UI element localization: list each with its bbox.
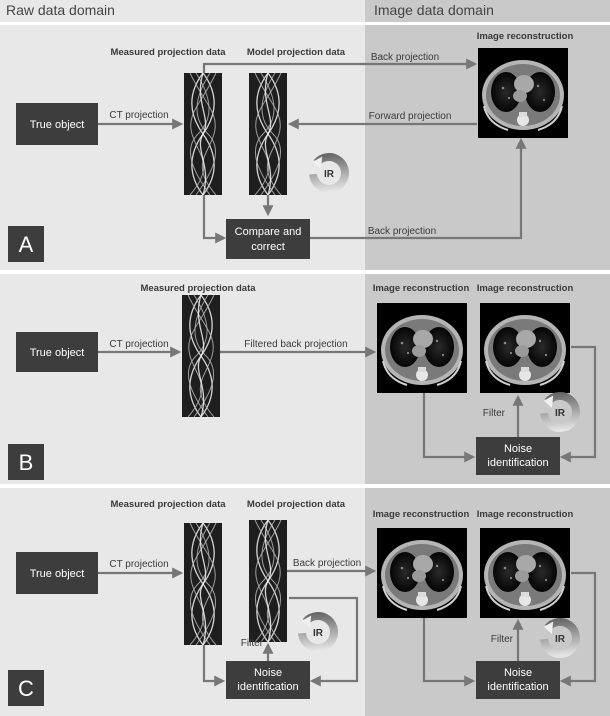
image-reconstruction-label-b1: Image reconstruction — [373, 283, 470, 294]
true-object-box — [16, 103, 98, 145]
ir-label: IR — [324, 169, 335, 180]
back-projection-top-arrow — [202, 58, 478, 73]
filter-label-c-left: Filter — [241, 638, 264, 649]
ir-label-c-right: IR — [555, 634, 566, 645]
image-domain-label: Image data domain — [374, 2, 494, 18]
panel-c-letter: C — [18, 676, 34, 701]
ct-reconstruction-image — [477, 47, 569, 139]
measured-sinogram-b — [181, 294, 221, 418]
noise-left-line2: identification — [237, 681, 298, 693]
back-projection-bottom-label: Back projection — [368, 226, 436, 237]
noise-left-line1: Noise — [254, 667, 282, 679]
true-object-label: True object — [30, 119, 85, 131]
ct-image-c2 — [479, 527, 571, 619]
panel-c: True object Measured projection data Mod… — [8, 499, 597, 706]
noise-identification-box-c-right — [476, 661, 560, 699]
measured-sinogram-c — [183, 522, 223, 646]
model-to-noise-arrow-c — [289, 596, 359, 687]
panel-b: True object Measured projection data Ima… — [8, 283, 597, 480]
measured-sinogram — [183, 72, 223, 196]
ct-image-c1 — [376, 527, 468, 619]
ct-image-b2 — [479, 302, 571, 394]
model-projection-label: Model projection data — [247, 47, 346, 58]
model-projection-label-c: Model projection data — [247, 499, 346, 510]
true-object-box-c — [16, 552, 98, 594]
filtered-back-projection-label: Filtered back projection — [244, 339, 347, 350]
forward-projection-label: Forward projection — [369, 111, 452, 122]
filter-label-c-right: Filter — [491, 634, 514, 645]
noise-right-line1: Noise — [504, 667, 532, 679]
image2-to-noise-arrow-b — [559, 345, 597, 463]
panel-separator-ab — [0, 270, 610, 274]
true-object-label-b: True object — [30, 347, 85, 359]
model-sinogram — [248, 72, 288, 196]
measured-projection-label: Measured projection data — [110, 47, 226, 58]
filter-label-b: Filter — [483, 408, 506, 419]
true-object-label-c: True object — [30, 568, 85, 580]
image-reconstruction-label: Image reconstruction — [477, 31, 574, 42]
raw-domain-label: Raw data domain — [6, 2, 115, 18]
image-reconstruction-label-c1: Image reconstruction — [373, 509, 470, 520]
image-to-noise-arrow-c — [422, 618, 476, 687]
ct-projection-label-b: CT projection — [109, 339, 168, 350]
ct-image-b1 — [376, 302, 468, 394]
measured-projection-label-c: Measured projection data — [110, 499, 226, 510]
header-separator — [0, 22, 610, 25]
back-projection-top-label: Back projection — [371, 52, 439, 63]
noise-right-line2: identification — [487, 681, 548, 693]
measured-to-noise-arrow-c — [202, 645, 226, 687]
image-reconstruction-label-c2: Image reconstruction — [477, 509, 574, 520]
ct-projection-label-c: CT projection — [109, 559, 168, 570]
panel-a-letter: A — [19, 232, 34, 257]
panel-c-badge — [8, 670, 44, 706]
measured-to-compare-arrow — [202, 195, 227, 244]
back-projection-bottom-arrow — [310, 137, 527, 240]
ct-projection-label: CT projection — [109, 110, 168, 121]
compare-line2: correct — [251, 241, 285, 253]
noise-identification-box-c-left — [226, 661, 310, 699]
image2-to-noise-arrow-c — [559, 571, 597, 687]
noise-identification-box-b — [476, 437, 560, 475]
noise-line1-b: Noise — [504, 443, 532, 455]
compare-correct-box — [226, 219, 310, 259]
panel-a: True object Measured projection data Mod… — [8, 31, 573, 262]
panel-a-badge — [8, 226, 44, 262]
ir-label-b: IR — [555, 408, 566, 419]
panel-b-badge — [8, 444, 44, 480]
back-projection-label-c: Back projection — [293, 558, 361, 569]
image-reconstruction-label-b2: Image reconstruction — [477, 283, 574, 294]
noise-line2-b: identification — [487, 457, 548, 469]
panel-b-letter: B — [19, 450, 34, 475]
ir-label-c-left: IR — [313, 628, 324, 639]
model-sinogram-c — [248, 519, 288, 643]
compare-line1: Compare and — [235, 226, 302, 238]
true-object-box-b — [16, 332, 98, 372]
image-to-noise-arrow-b — [422, 393, 476, 463]
measured-projection-label-b: Measured projection data — [140, 283, 256, 294]
panel-separator-bc — [0, 484, 610, 488]
